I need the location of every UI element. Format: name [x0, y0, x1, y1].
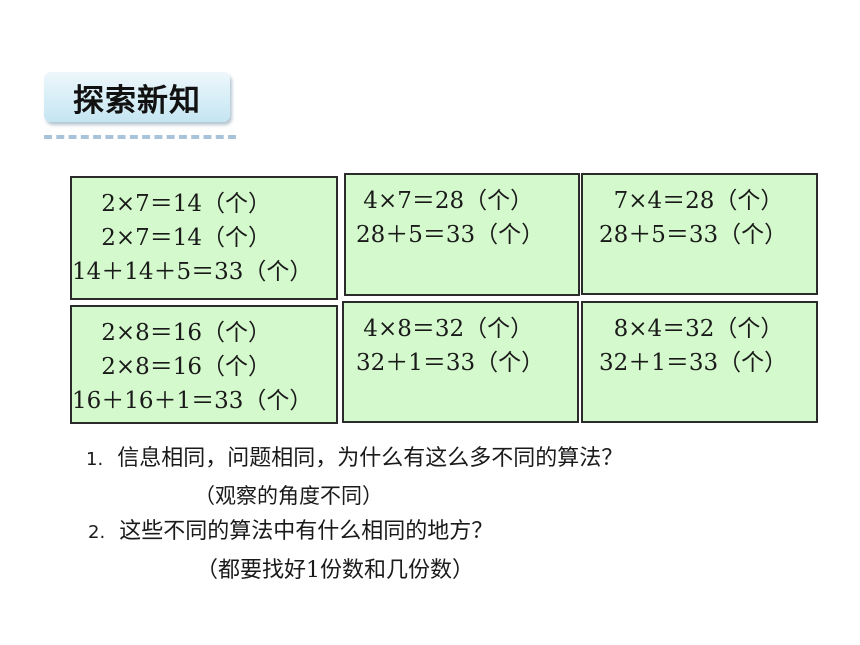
title-underline-divider	[44, 135, 236, 139]
method-box-6: 8×4＝32（个） 32＋1＝33（个）	[581, 301, 818, 423]
question-1: 1. 信息相同，问题相同，为什么有这么多不同的算法？	[86, 440, 623, 472]
equation-line: 32＋1＝33（个）	[599, 350, 788, 376]
question-number: 2.	[88, 522, 106, 543]
equation-line: 32＋1＝33（个）	[356, 350, 545, 376]
question-number: 1.	[86, 449, 104, 470]
equation-line: 4×7＝28（个）	[356, 188, 534, 214]
equation-line: 2×7＝14（个）	[72, 191, 272, 217]
equation-line: 28＋5＝33（个）	[599, 222, 788, 248]
answer-1: （观察的角度不同）	[194, 484, 383, 508]
equation-line: 2×7＝14（个）	[72, 225, 272, 251]
method-box-1: 2×7＝14（个） 2×7＝14（个） 14＋14＋5＝33（个）	[70, 176, 338, 300]
equation-line: 28＋5＝33（个）	[356, 222, 545, 248]
question-2: 2. 这些不同的算法中有什么相同的地方？	[88, 513, 493, 545]
answer-2: （都要找好1份数和几份数）	[196, 558, 474, 583]
question-text: 信息相同，问题相同，为什么有这么多不同的算法？	[117, 446, 624, 471]
method-box-3: 7×4＝28（个） 28＋5＝33（个）	[581, 173, 818, 295]
section-title: 探索新知	[73, 82, 201, 119]
equation-line: 8×4＝32（个）	[599, 316, 784, 342]
equation-line: 7×4＝28（个）	[599, 188, 784, 214]
equation-line: 2×8＝16（个）	[72, 320, 272, 346]
method-box-4: 2×8＝16（个） 2×8＝16（个） 16＋16＋1＝33（个）	[70, 305, 338, 424]
equation-line: 4×8＝32（个）	[356, 316, 534, 342]
method-box-5: 4×8＝32（个） 32＋1＝33（个）	[342, 301, 579, 423]
method-box-2: 4×7＝28（个） 28＋5＝33（个）	[344, 173, 580, 296]
question-text: 这些不同的算法中有什么相同的地方？	[119, 519, 494, 544]
section-title-tab: 探索新知	[44, 72, 230, 122]
equation-line: 14＋14＋5＝33（个）	[72, 259, 313, 285]
equation-line: 16＋16＋1＝33（个）	[72, 388, 313, 414]
equation-line: 2×8＝16（个）	[72, 354, 272, 380]
